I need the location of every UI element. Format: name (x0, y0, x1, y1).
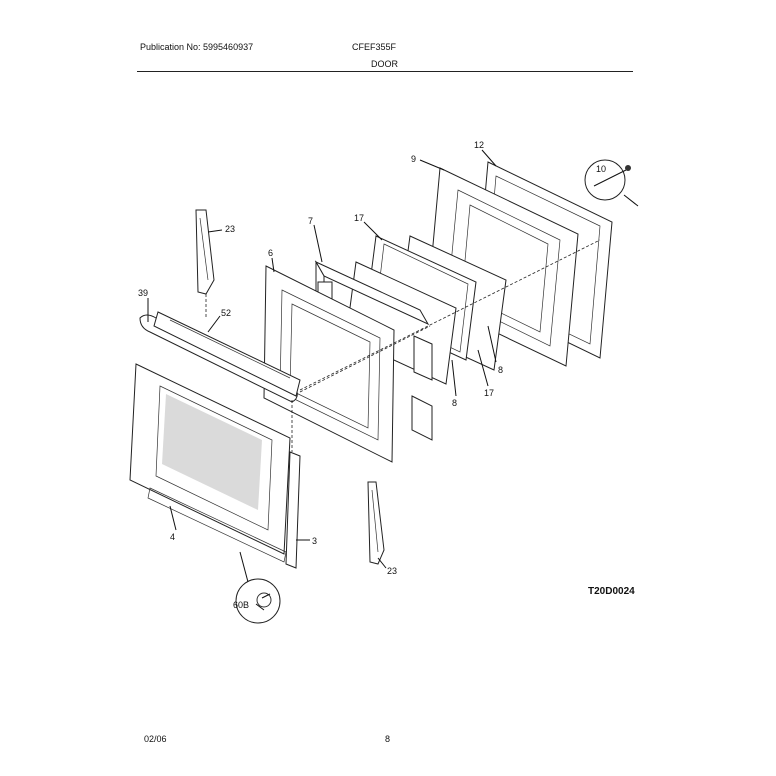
hinge-bottom (367, 481, 385, 565)
callout-4: 4 (170, 532, 175, 542)
callout-17-top: 17 (354, 213, 364, 223)
inner-door-frame (263, 265, 395, 463)
callout-8-mid: 8 (452, 398, 457, 408)
model-number: CFEF355F (352, 42, 397, 52)
callout-17-bottom: 17 (484, 388, 494, 398)
callout-39: 39 (138, 288, 148, 298)
callout-12: 12 (474, 140, 484, 150)
callout-10: 10 (596, 164, 606, 174)
footer-page-number: 8 (385, 734, 391, 744)
insulation-block-right (411, 335, 433, 441)
bottom-trim (147, 487, 287, 563)
hinge-pin-detail-circle (584, 159, 639, 207)
door-panel-pattern (162, 394, 262, 510)
handle-trim (153, 311, 301, 397)
assembly-guide-lines (205, 239, 601, 452)
callout-leader-lines (147, 149, 497, 569)
callout-6: 6 (268, 248, 273, 258)
callout-7: 7 (308, 216, 313, 226)
header-rule (137, 71, 633, 72)
section-title: DOOR (371, 59, 398, 69)
callout-60b: 60B (233, 600, 249, 610)
screw-detail-circle (235, 551, 281, 624)
callout-3: 3 (312, 536, 317, 546)
callout-9: 9 (411, 154, 416, 164)
hinge-top (195, 209, 215, 295)
callout-23-bottom: 23 (387, 566, 397, 576)
diagram-code: T20D0024 (588, 586, 635, 597)
callout-52: 52 (221, 308, 231, 318)
side-trim (285, 451, 301, 569)
callout-23-top: 23 (225, 224, 235, 234)
callout-8-right: 8 (498, 365, 503, 375)
publication-number: Publication No: 5995460937 (140, 42, 254, 52)
footer-date: 02/06 (144, 734, 167, 744)
